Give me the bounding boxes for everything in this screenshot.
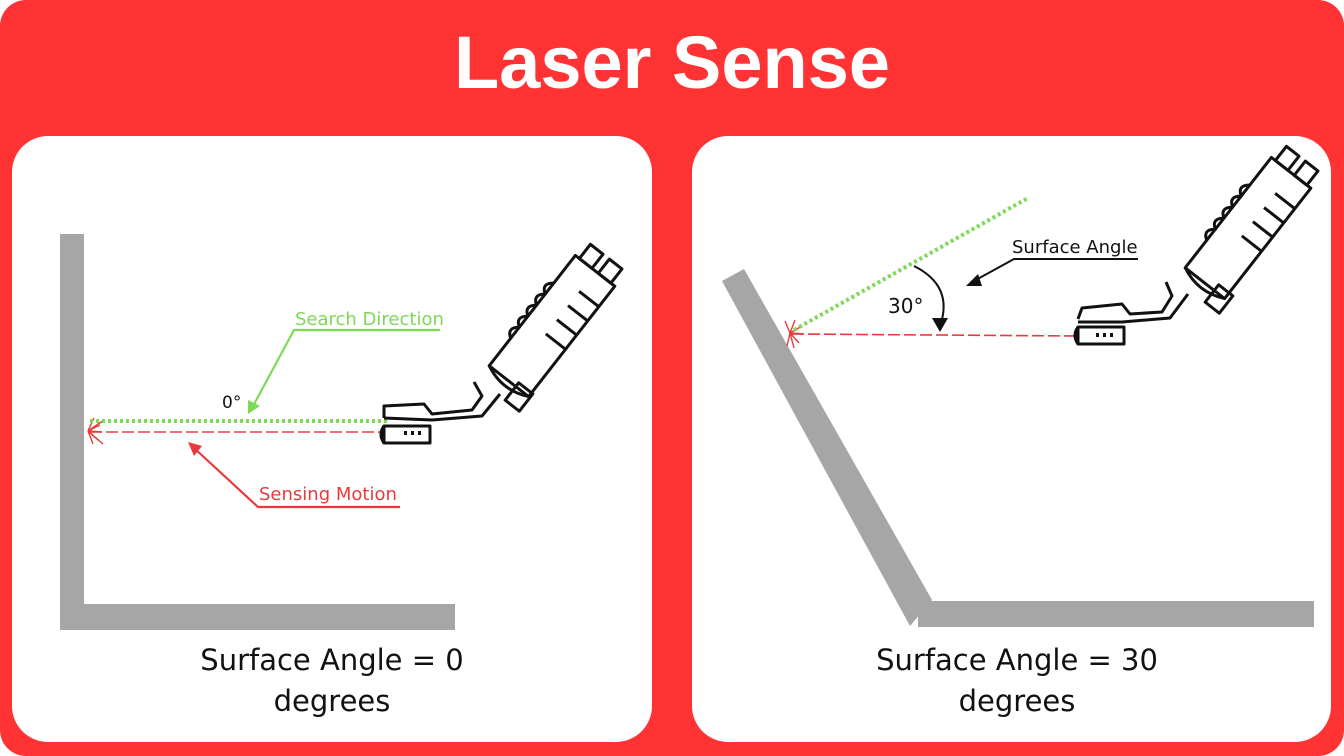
caption-right: Surface Angle = 30 degrees [832,640,1202,722]
panel-surface-angle-0: Search Direction 0° Sensing Motion [12,136,652,742]
angle-label-0: 0° [222,393,241,413]
sensing-motion-callout: Sensing Motion [188,442,400,509]
sensing-motion-label: Sensing Motion [259,484,397,505]
caption-left-line2: degrees [273,684,391,718]
surface-wall [722,269,1314,627]
diagram-right: 30° Surface Angle [722,144,1320,627]
caption-right-line2: degrees [958,684,1076,718]
laser-torch-icon [1073,144,1320,346]
search-direction-label: Search Direction [295,309,444,330]
search-direction-line [793,196,1029,332]
page-title: Laser Sense [453,21,891,104]
panel-surface-angle-30: 30° Surface Angle [692,136,1331,742]
caption-left-line1: Surface Angle = 0 [200,643,464,677]
search-direction-callout: Search Direction [248,309,444,414]
caption-right-line1: Surface Angle = 30 [876,643,1158,677]
diagram-left: Search Direction 0° Sensing Motion [60,234,624,630]
angle-arc [913,265,948,332]
surface-wall [60,234,455,630]
surface-angle-callout: Surface Angle [966,237,1138,286]
laser-torch-icon [379,242,624,445]
sensing-motion-line [791,333,1079,337]
surface-angle-label: Surface Angle [1012,237,1138,258]
angle-label-30: 30° [888,294,923,318]
caption-left: Surface Angle = 0 degrees [152,640,512,722]
